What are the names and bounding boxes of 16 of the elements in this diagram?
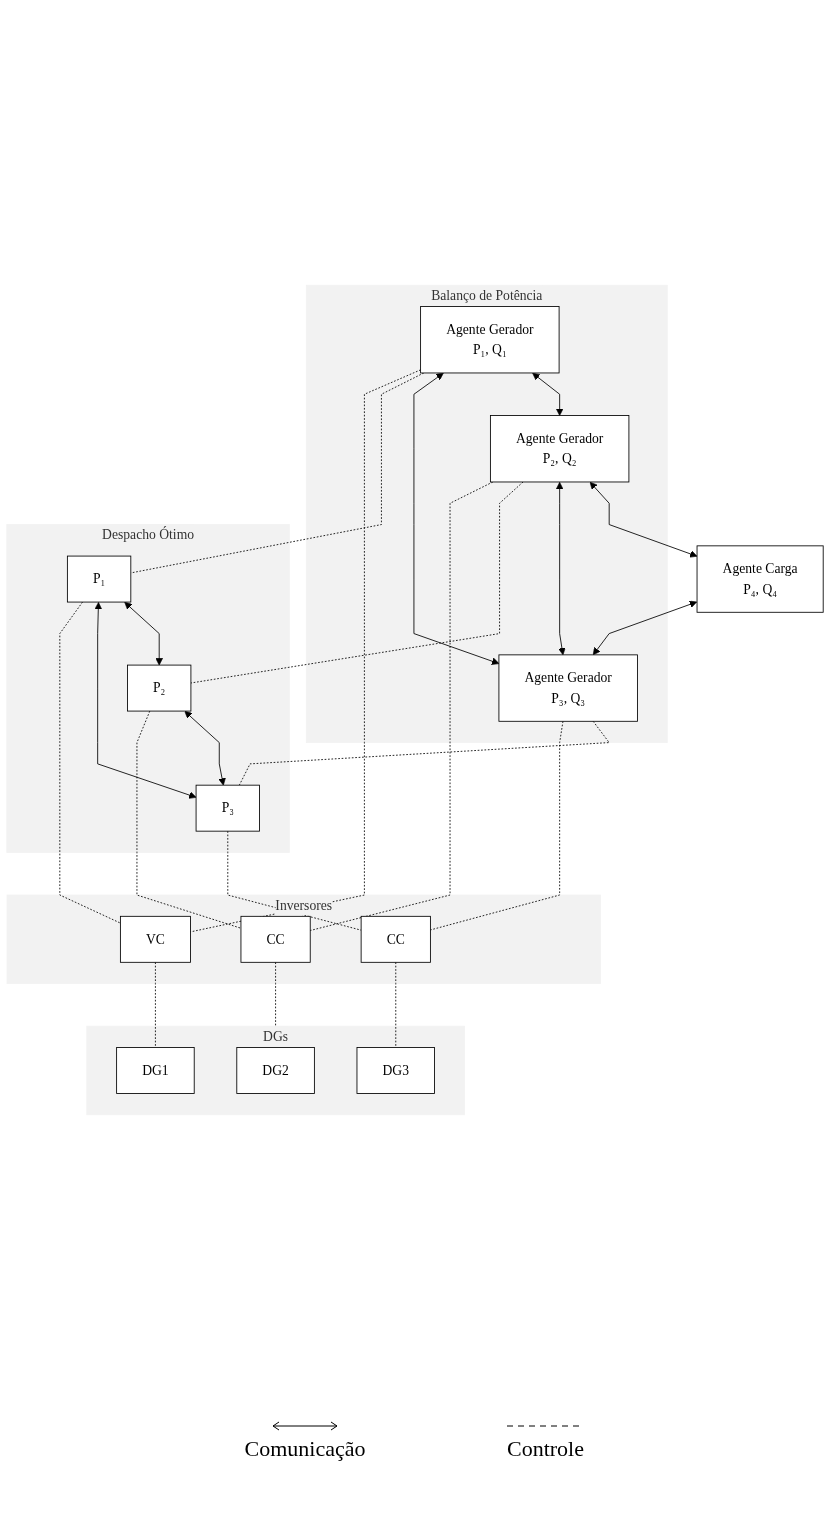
node-box: P₁: [66, 555, 132, 603]
node-box: P₂: [127, 664, 192, 712]
node-box: Agente Gerador P₂, Q₂: [489, 415, 630, 483]
node-box: DG3: [356, 1047, 435, 1094]
node-box: DG2: [236, 1047, 315, 1094]
legend-label: Controle: [507, 1436, 584, 1462]
node-box: Agente Gerador P₃, Q₃: [498, 654, 638, 722]
node-box: Agente Carga P₄, Q₄: [696, 545, 824, 613]
node-box: DG1: [116, 1047, 195, 1094]
node-box: P₃: [195, 784, 260, 832]
node-box: CC: [360, 915, 431, 963]
node-box: Agente Gerador P₁, Q₁: [420, 306, 560, 374]
node-box: CC: [240, 915, 311, 963]
connector: [59, 601, 121, 924]
node-box: VC: [119, 915, 191, 963]
legend-label: Comunicação: [244, 1436, 366, 1462]
